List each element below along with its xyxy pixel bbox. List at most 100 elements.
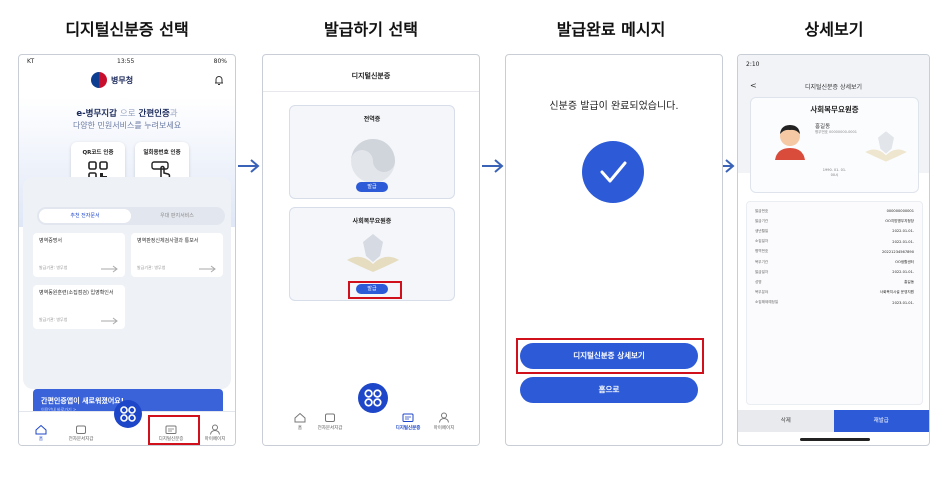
tab-wallet-label: 전자문서지갑: [317, 426, 343, 431]
doc-issuer: 발급기관: 병무청: [137, 265, 166, 270]
id-card-social-service[interactable]: 사회복무요원증 발급: [289, 207, 455, 301]
home-button[interactable]: 홈으로: [520, 377, 698, 403]
doc-issuer: 발급기관: 병무청: [39, 317, 68, 322]
tab-mypage[interactable]: 마이페이지: [429, 412, 459, 431]
reissue-button[interactable]: 재발급: [833, 410, 929, 432]
bottom-tab-bar: 홈 전자문서지갑 디지털신분증 마이페이지: [263, 383, 479, 445]
taegeuk-watermark-icon: [351, 139, 395, 183]
id-card-detail: 사회복무요원증 홍길동 병무번호 00000000-0001 1990. 01.…: [750, 97, 919, 193]
doc-title: 병역동원훈련(소집점검) 입영확인서: [39, 290, 114, 296]
tab-preferential-services[interactable]: 우대 판지서비스: [160, 213, 194, 219]
holder-meta: 병무번호 00000000-0001: [815, 130, 857, 134]
tab-mypage-label: 마이페이지: [433, 426, 455, 431]
arrow-right-icon: [199, 265, 216, 273]
user-icon: [210, 424, 220, 435]
tab-digital-id-label: 디지털신분증: [395, 426, 421, 431]
id-card-discharge[interactable]: 전역증 발급: [289, 105, 455, 199]
phone-screen-home: KT 13:55 80% 병무청 e-병무지갑 으로 간편인증과 다양한 민원서…: [18, 54, 236, 446]
step-title-4: 상세보기: [804, 20, 864, 39]
birth-date: 1990. 01. 01.00시: [822, 168, 847, 177]
status-bar: 2:10: [738, 55, 929, 68]
doc-title: 병역증명서: [39, 238, 63, 244]
doc-issuer: 발급기관: 병무청: [39, 265, 68, 270]
phone-screen-issue-complete: 신분증 발급이 완료되었습니다. 디지털신분증 상세보기 홈으로: [505, 54, 723, 446]
battery-level: 80%: [213, 58, 227, 65]
action-buttons: 삭제 재발급: [738, 410, 929, 432]
banner-title: 간편인증앱이 새로워졌어요!: [41, 397, 124, 405]
avatar: [775, 125, 805, 160]
tab-home[interactable]: 홈: [21, 424, 61, 442]
center-action-button[interactable]: [358, 383, 388, 413]
clock: 2:10: [746, 61, 760, 68]
view-detail-button[interactable]: 디지털신분증 상세보기: [520, 343, 698, 369]
card-title: 사회복무요원증: [810, 105, 859, 114]
tab-digital-id[interactable]: 디지털신분증: [151, 424, 191, 442]
tab-wallet[interactable]: 전자문서지갑: [61, 424, 101, 442]
doc-item-exam-result[interactable]: 병역판정신체검사결과 통보서 발급기관: 병무청: [131, 233, 223, 277]
carrier-label: KT: [27, 58, 35, 65]
touch-icon: [151, 161, 171, 181]
military-emblem-icon: [347, 234, 399, 272]
tab-wallet-label: 전자문서지갑: [68, 437, 94, 442]
tab-recommended-docs[interactable]: 추천 전자문서: [39, 209, 131, 223]
clock: 13:55: [117, 58, 135, 65]
nav-title: 디지털신분증 상세보기: [804, 84, 863, 91]
card-title: 사회복무요원증: [352, 218, 392, 225]
segment-tabs: 추천 전자문서 우대 판지서비스: [37, 207, 225, 225]
issue-button[interactable]: 발급: [356, 182, 388, 192]
home-indicator: [800, 438, 870, 441]
doc-item-training-confirmation[interactable]: 병역동원훈련(소집점검) 입영확인서 발급기관: 병무청: [33, 285, 125, 329]
page-title: 디지털신분증: [351, 72, 391, 80]
app-name: 병무청: [111, 75, 134, 85]
tab-digital-id[interactable]: 디지털신분증: [393, 412, 423, 431]
divider: [263, 91, 479, 92]
scan-icon: [120, 406, 136, 422]
status-bar: KT 13:55 80%: [19, 55, 235, 67]
arrow-right-icon: [101, 317, 118, 325]
id-card-icon: [165, 425, 177, 434]
tab-home-label: 홈: [38, 437, 44, 442]
hero-subline: 다양한 민원서비스를 누려보세요: [72, 121, 182, 130]
step-title-1: 디지털신분증 선택: [65, 20, 189, 39]
home-icon: [35, 424, 47, 435]
tab-home[interactable]: 홈: [285, 412, 315, 431]
bottom-tab-bar: 홈 전자문서지갑 디지털신분증 마이페이지: [19, 400, 235, 445]
wallet-icon: [325, 413, 335, 422]
otp-auth-label: 일회용번호 인증: [143, 150, 181, 156]
user-icon: [439, 412, 449, 423]
tab-mypage-label: 마이페이지: [204, 437, 226, 442]
doc-item-military-certificate[interactable]: 병역증명서 발급기관: 병무청: [33, 233, 125, 277]
military-emblem-icon: [865, 131, 907, 162]
doc-title: 병역판정신체검사결과 통보서: [137, 238, 199, 244]
step-title-2: 발급하기 선택: [324, 20, 418, 39]
arrow-right-icon: [482, 159, 504, 173]
arrow-right-icon: [238, 159, 260, 173]
delete-button[interactable]: 삭제: [738, 410, 834, 432]
wallet-icon: [76, 425, 86, 434]
center-action-button[interactable]: [114, 400, 142, 428]
app-header: 병무청: [19, 67, 235, 97]
hero-headline: e-병무지갑 으로 간편인증과: [76, 109, 178, 119]
tab-mypage[interactable]: 마이페이지: [195, 424, 235, 442]
tab-digital-id-label: 디지털신분증: [158, 437, 184, 442]
bell-icon[interactable]: [213, 74, 225, 86]
check-icon: [582, 141, 644, 203]
card-title: 전역증: [363, 116, 381, 123]
phone-screen-detail: 2:10 < 디지털신분증 상세보기 사회복무요원증 홍길동 병무번호 0000…: [737, 54, 930, 446]
tab-wallet[interactable]: 전자문서지갑: [315, 412, 345, 431]
issue-button[interactable]: 발급: [356, 284, 388, 294]
qr-auth-label: QR코드 인증: [82, 150, 114, 156]
back-button[interactable]: <: [750, 81, 757, 90]
tab-home-label: 홈: [297, 426, 303, 431]
holder-name: 홍길동: [815, 124, 831, 130]
